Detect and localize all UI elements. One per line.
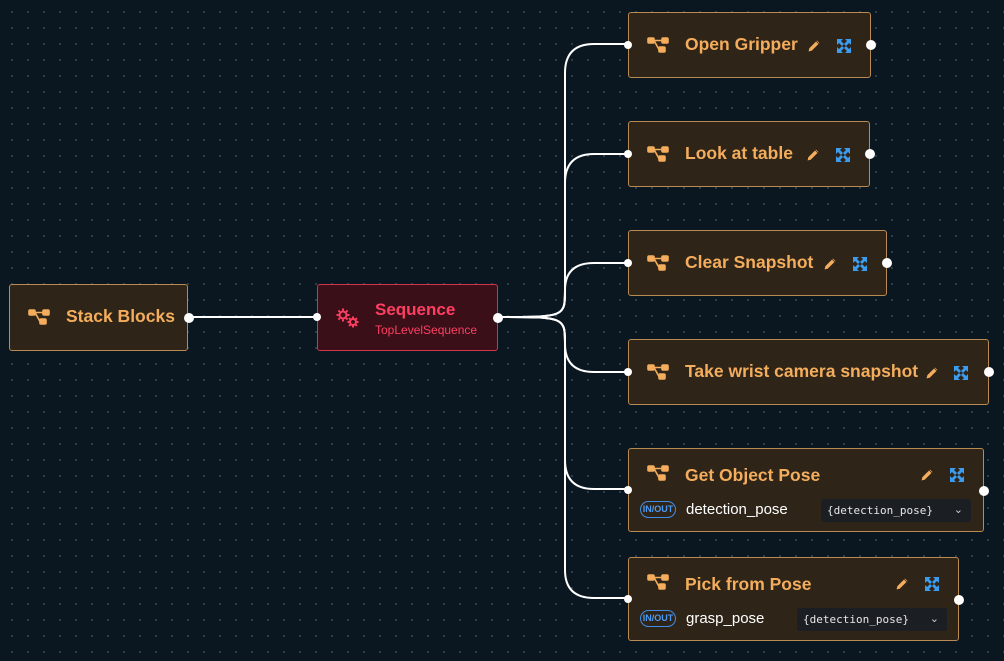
port-direction-badge: IN/OUT — [640, 501, 676, 518]
port-value: {detection_pose} — [827, 504, 933, 517]
output-handle[interactable] — [866, 40, 876, 50]
input-handle[interactable] — [624, 368, 632, 376]
input-handle[interactable] — [624, 41, 632, 49]
port-direction-badge: IN/OUT — [640, 610, 676, 627]
node-open-gripper[interactable]: Open Gripper — [624, 12, 876, 79]
node-title: Pick from Pose — [685, 574, 812, 594]
expand-icon[interactable] — [923, 575, 941, 593]
port-row: IN/OUT grasp_pose {detection_pose} ⌄ — [640, 608, 947, 631]
input-handle[interactable] — [624, 486, 632, 494]
node-title: Stack Blocks — [66, 306, 175, 326]
expand-icon[interactable] — [948, 466, 966, 484]
pencil-icon[interactable] — [893, 575, 911, 593]
edge-sequence-pick-from-pose — [497, 316, 625, 599]
port-value: {detection_pose} — [803, 613, 909, 626]
node-title: Sequence — [375, 300, 456, 319]
node-get-object-pose[interactable]: Get Object Pose IN/OUT detection_pose {d… — [624, 448, 989, 532]
output-handle[interactable] — [493, 313, 503, 323]
node-stack-blocks[interactable]: Stack Blocks — [9, 284, 194, 351]
node-header: Take wrist camera snapshot — [629, 340, 988, 406]
edge-sequence-clear-snapshot — [497, 262, 625, 318]
input-handle[interactable] — [624, 150, 632, 158]
chevron-down-icon: ⌄ — [953, 503, 963, 516]
output-handle[interactable] — [184, 313, 194, 323]
node-title: Open Gripper — [685, 34, 798, 54]
pencil-icon[interactable] — [923, 364, 941, 382]
node-header: Clear Snapshot — [629, 231, 886, 297]
input-handle[interactable] — [624, 259, 632, 267]
node-title: Take wrist camera snapshot — [685, 361, 919, 381]
edge-sequence-look-at-table — [497, 153, 625, 318]
subtree-icon — [647, 255, 669, 271]
input-handle[interactable] — [624, 595, 632, 603]
node-header: Get Object Pose — [629, 449, 983, 503]
input-handle[interactable] — [313, 313, 321, 321]
output-handle[interactable] — [979, 486, 989, 496]
node-title: Look at table — [685, 143, 793, 163]
output-handle[interactable] — [882, 258, 892, 268]
node-title: Get Object Pose — [685, 465, 821, 485]
chevron-down-icon: ⌄ — [929, 612, 939, 625]
node-header: Open Gripper — [629, 13, 870, 79]
gears-icon — [336, 308, 359, 328]
port-value-select[interactable]: {detection_pose} ⌄ — [821, 499, 971, 522]
node-header: Stack Blocks — [10, 285, 187, 351]
output-handle[interactable] — [865, 149, 875, 159]
node-look-at-table[interactable]: Look at table — [624, 121, 875, 188]
node-sequence[interactable]: Sequence TopLevelSequence — [313, 284, 503, 351]
node-title: Clear Snapshot — [685, 252, 814, 272]
pencil-icon[interactable] — [804, 146, 822, 164]
subtree-icon — [28, 309, 50, 325]
pencil-icon[interactable] — [821, 255, 839, 273]
pencil-icon[interactable] — [805, 37, 823, 55]
port-row: IN/OUT detection_pose {detection_pose} ⌄ — [640, 499, 972, 522]
edge-sequence-get-object-pose — [497, 316, 625, 490]
output-handle[interactable] — [984, 367, 994, 377]
edge-sequence-open-gripper — [497, 43, 625, 318]
subtree-icon — [647, 37, 669, 53]
node-header: Look at table — [629, 122, 869, 188]
node-clear-snapshot[interactable]: Clear Snapshot — [624, 230, 892, 297]
node-header: Pick from Pose — [629, 558, 958, 612]
pencil-icon[interactable] — [918, 466, 936, 484]
node-take-wrist-camera-snapshot[interactable]: Take wrist camera snapshot — [624, 339, 994, 406]
node-pick-from-pose[interactable]: Pick from Pose IN/OUT grasp_pose {detect… — [624, 557, 964, 641]
subtree-icon — [647, 364, 669, 380]
output-handle[interactable] — [954, 595, 964, 605]
expand-icon[interactable] — [952, 364, 970, 382]
subtree-icon — [647, 146, 669, 162]
subtree-icon — [647, 465, 669, 481]
expand-icon[interactable] — [834, 146, 852, 164]
port-name: grasp_pose — [686, 610, 765, 627]
port-value-select[interactable]: {detection_pose} ⌄ — [797, 608, 947, 631]
node-subtitle: TopLevelSequence — [375, 323, 478, 337]
subtree-icon — [647, 574, 669, 590]
expand-icon[interactable] — [851, 255, 869, 273]
port-name: detection_pose — [686, 501, 788, 518]
expand-icon[interactable] — [835, 37, 853, 55]
